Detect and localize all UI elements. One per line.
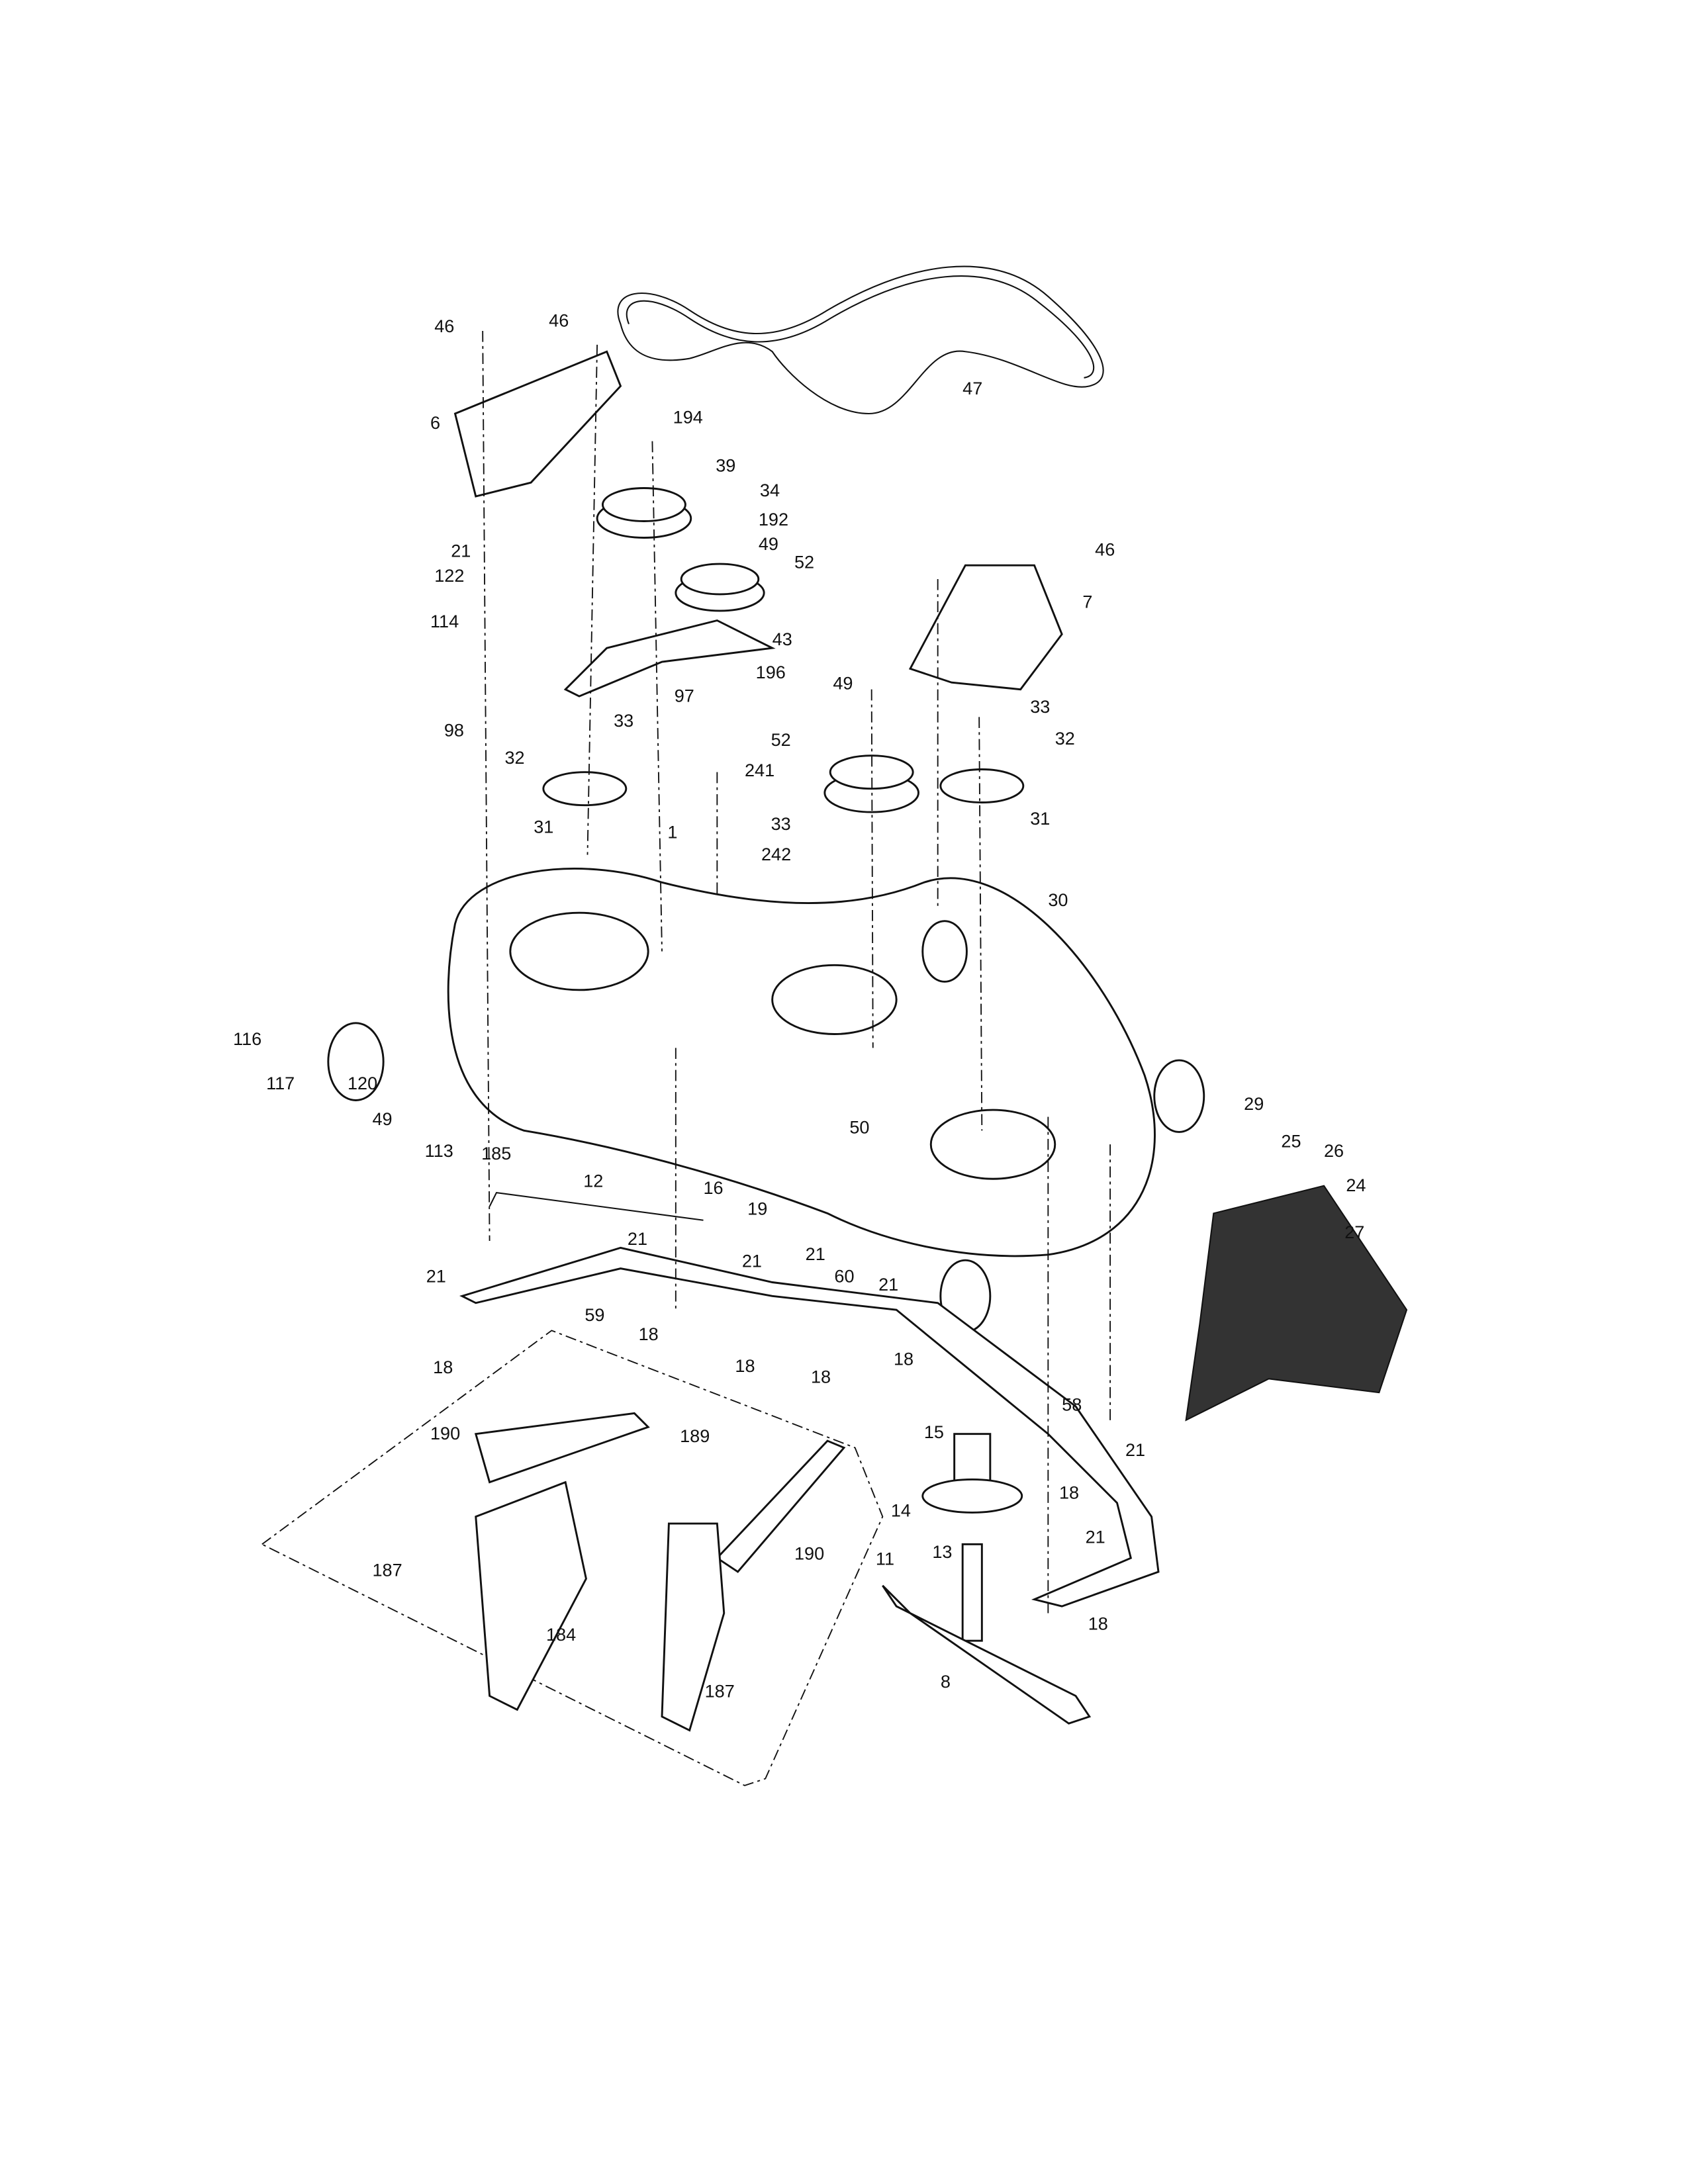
part-label: 25 [1281, 1130, 1301, 1151]
part-label: 120 [348, 1073, 377, 1093]
part-label: 31 [1030, 808, 1050, 829]
part-label: 194 [673, 407, 703, 428]
part-label: 24 [1346, 1175, 1366, 1195]
cover-7 [908, 564, 1063, 691]
pulley-32 [542, 771, 628, 807]
part-label: 27 [1344, 1222, 1364, 1242]
part-label: 46 [434, 316, 454, 336]
plate [475, 1480, 587, 1711]
discharge-chute-27 [1185, 1185, 1408, 1422]
part-label: 49 [833, 673, 853, 694]
part-label: 50 [849, 1117, 869, 1138]
part-label: 58 [1062, 1394, 1082, 1414]
part-label: 242 [761, 844, 791, 864]
part-label: 32 [1055, 728, 1075, 749]
part-label: 18 [433, 1357, 453, 1377]
pulley-52 [675, 563, 765, 612]
rod-12 [489, 1191, 704, 1221]
gauge-wheel [921, 920, 968, 983]
part-label: 46 [549, 310, 569, 331]
blade-11 [882, 1584, 1092, 1725]
part-label: 116 [233, 1028, 261, 1049]
part-label: 34 [760, 480, 780, 500]
part-label: 12 [583, 1171, 603, 1191]
part-label: 47 [962, 378, 982, 398]
cover-6 [453, 350, 622, 498]
part-label: 8 [941, 1671, 951, 1692]
part-label: 113 [425, 1140, 453, 1161]
part-label: 18 [1059, 1482, 1079, 1503]
pulley-32b [939, 768, 1025, 803]
part-label: 114 [430, 611, 459, 631]
part-label: 49 [759, 533, 778, 554]
part-label: 49 [373, 1109, 393, 1129]
part-label: 122 [434, 565, 464, 586]
gauge-wheel [1153, 1059, 1205, 1133]
part-label: 184 [546, 1624, 576, 1645]
part-label: 18 [894, 1349, 914, 1369]
part-label: 33 [614, 710, 633, 731]
part-label: 21 [628, 1228, 647, 1249]
part-label: 31 [534, 816, 553, 837]
part-label: 190 [430, 1423, 460, 1443]
belt-47 [617, 265, 1104, 415]
assembly-lines [482, 330, 1111, 1614]
part-label: 16 [704, 1177, 724, 1198]
part-label: 190 [794, 1543, 824, 1563]
part-label: 21 [1125, 1439, 1145, 1460]
part-label: 26 [1324, 1140, 1344, 1161]
part-label: 187 [373, 1559, 402, 1580]
arm-59 [459, 1246, 1160, 1608]
part-label: 21 [451, 541, 471, 561]
part-label: 32 [505, 747, 525, 768]
part-label: 21 [1086, 1526, 1105, 1547]
part-label: 60 [834, 1266, 854, 1287]
part-label: 52 [794, 551, 814, 572]
part-label: 59 [585, 1304, 604, 1325]
pulley-39 [596, 487, 692, 539]
part-label: 19 [747, 1198, 767, 1218]
part-label: 13 [932, 1541, 952, 1562]
part-label: 189 [680, 1426, 710, 1446]
part-label: 18 [1088, 1614, 1108, 1634]
part-label: 185 [481, 1143, 511, 1163]
gauge-wheel-117 [327, 1022, 385, 1101]
part-label: 21 [426, 1266, 446, 1287]
idler-arm-43 [563, 619, 776, 698]
part-label: 1 [667, 822, 677, 842]
part-label: 21 [742, 1251, 762, 1271]
part-label: 46 [1095, 539, 1115, 560]
part-label: 21 [878, 1274, 898, 1295]
part-label: 21 [806, 1244, 825, 1264]
bracket-189b [716, 1439, 846, 1573]
part-label: 11 [876, 1549, 894, 1569]
part-label: 33 [1030, 696, 1050, 717]
spindle-shaft-13 [961, 1543, 983, 1642]
bracket-189 [474, 1412, 650, 1484]
part-label: 18 [639, 1324, 659, 1344]
part-label: 39 [716, 455, 735, 476]
part-label: 192 [759, 509, 788, 529]
plate [661, 1522, 726, 1732]
part-label: 30 [1048, 889, 1068, 910]
part-label: 18 [811, 1367, 831, 1387]
part-label: 6 [430, 412, 440, 433]
part-label: 196 [756, 662, 786, 682]
part-label: 187 [705, 1681, 735, 1702]
part-label: 29 [1244, 1093, 1264, 1114]
part-label: 33 [771, 813, 791, 834]
part-label: 14 [891, 1500, 911, 1521]
part-label: 97 [675, 685, 694, 705]
part-label: 241 [745, 760, 774, 780]
part-label: 52 [771, 729, 791, 750]
part-label: 7 [1082, 592, 1092, 612]
part-label: 98 [444, 720, 464, 741]
part-label: 18 [735, 1355, 755, 1376]
spindle-14 [921, 1433, 1023, 1514]
part-label: 15 [924, 1422, 944, 1442]
part-label: 117 [266, 1073, 295, 1093]
part-label: 43 [773, 629, 792, 649]
gauge-bracket-enclosure [261, 1330, 884, 1786]
